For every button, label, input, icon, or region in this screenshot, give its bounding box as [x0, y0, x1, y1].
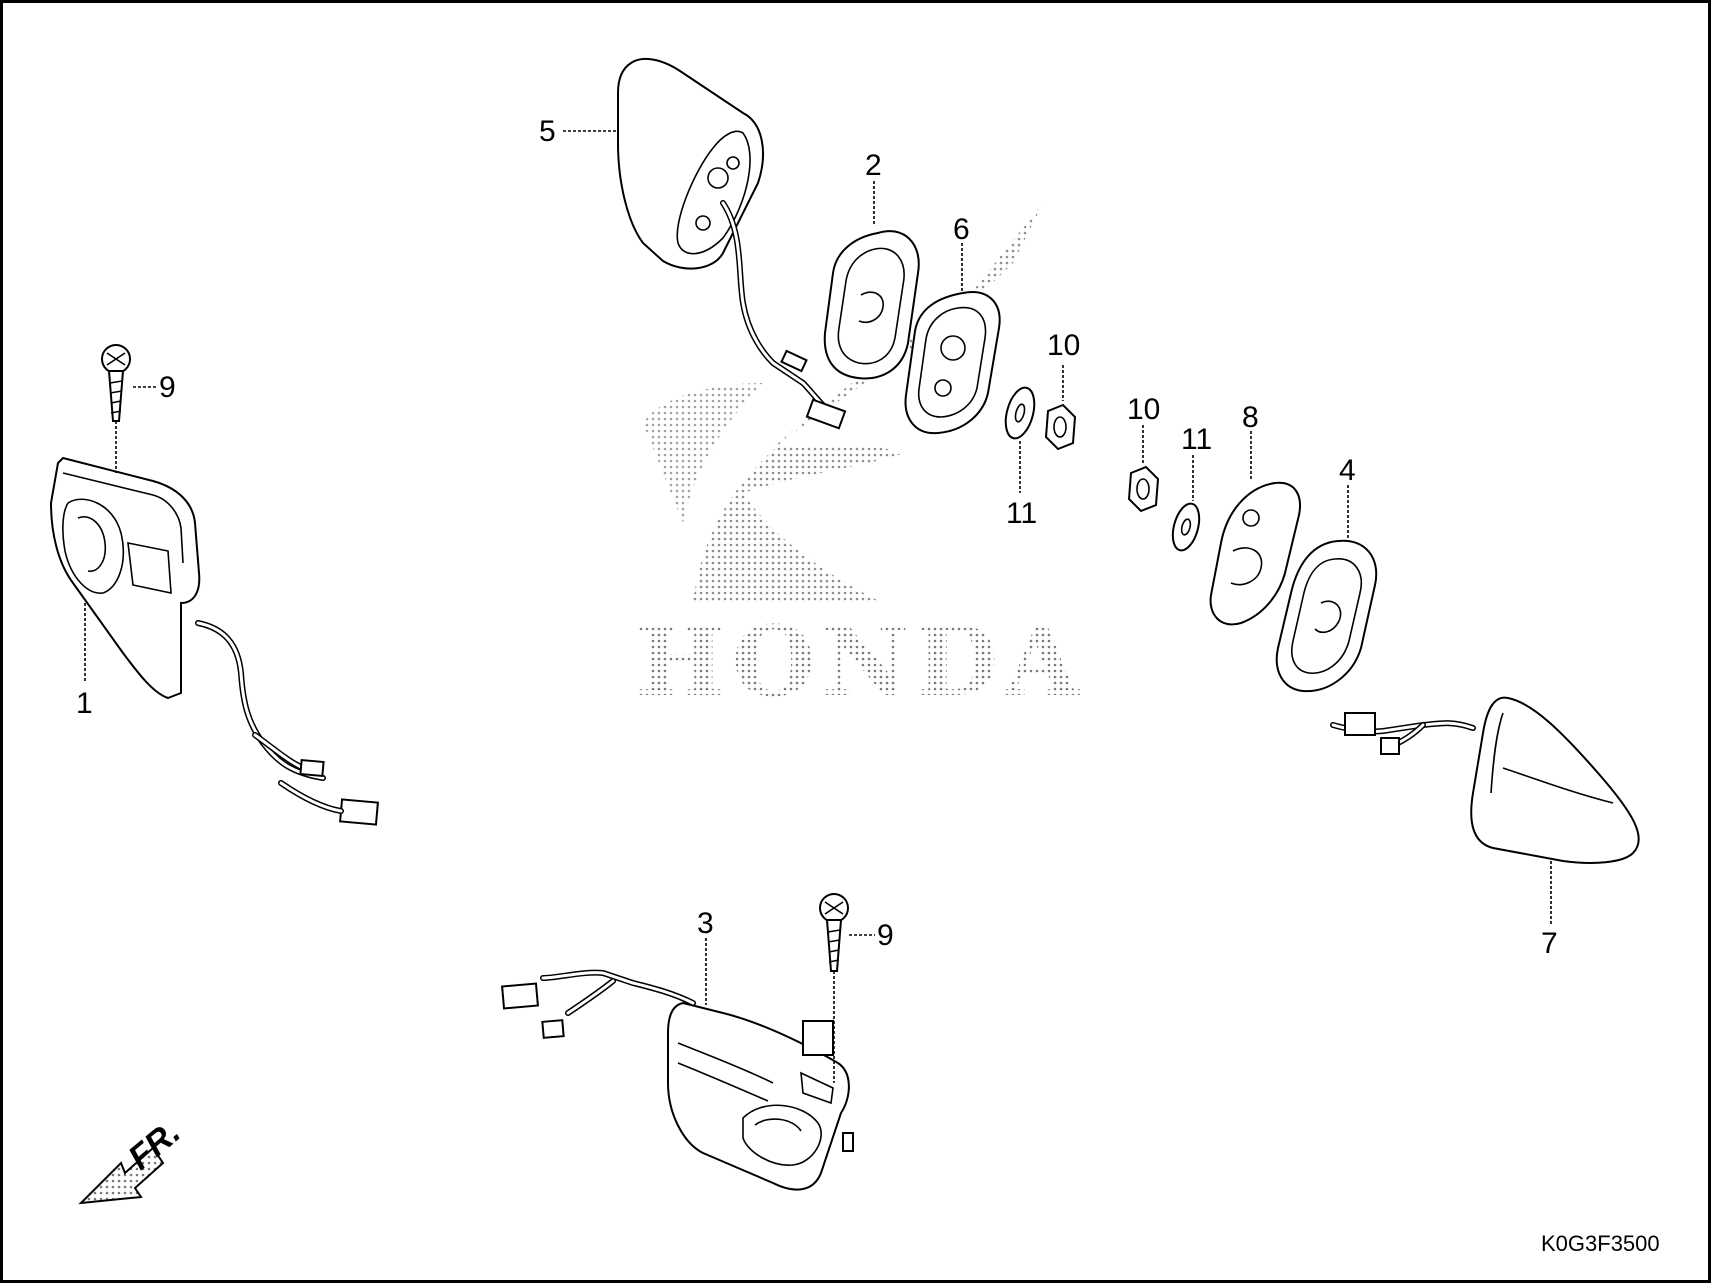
part-2-gasket[interactable]: [823, 230, 920, 380]
honda-wing-watermark: HONDA: [635, 203, 1085, 718]
part-1-lamp-assembly[interactable]: [49, 456, 379, 826]
callout-10-left: 10: [1047, 329, 1080, 362]
part-6-base-plate[interactable]: [904, 291, 1001, 435]
front-direction-indicator: FR.: [78, 1113, 188, 1205]
callout-1: 1: [76, 687, 93, 720]
part-9-screw-upper[interactable]: [101, 344, 131, 422]
honda-watermark-text: HONDA: [635, 605, 1085, 718]
callout-3: 3: [697, 907, 714, 940]
part-11-washer-left[interactable]: [1001, 385, 1040, 442]
callout-5: 5: [539, 115, 556, 148]
part-5-turn-signal-housing[interactable]: [617, 57, 847, 430]
part-10-nut-right[interactable]: [1127, 465, 1160, 513]
callout-6: 6: [953, 213, 970, 246]
diagram-code: K0G3F3500: [1541, 1231, 1660, 1256]
part-3-lamp-assembly[interactable]: [501, 969, 854, 1191]
parts-diagram-canvas: HONDA: [49, 57, 1660, 1256]
leader-lines: [84, 130, 1552, 1083]
part-7-turn-signal[interactable]: [1330, 696, 1640, 864]
part-8-base-plate[interactable]: [1209, 481, 1301, 626]
callout-2: 2: [865, 149, 882, 182]
callout-11-right: 11: [1181, 423, 1212, 456]
callout-labels: 5 2 6 10 11 10 11 8 4 7 9 1 3 9: [76, 115, 1558, 960]
front-arrow-icon: [78, 1146, 165, 1205]
callout-4: 4: [1339, 454, 1356, 487]
callout-9-lower: 9: [877, 919, 894, 952]
callout-10-right: 10: [1127, 393, 1160, 426]
callout-8: 8: [1242, 401, 1259, 434]
callout-11-left: 11: [1006, 497, 1037, 530]
part-11-washer-right[interactable]: [1168, 501, 1204, 554]
callout-9-upper: 9: [159, 371, 176, 404]
part-10-nut-left[interactable]: [1044, 403, 1077, 451]
part-9-screw-lower[interactable]: [819, 893, 849, 972]
callout-7: 7: [1541, 927, 1558, 960]
part-4-gasket[interactable]: [1275, 539, 1378, 693]
